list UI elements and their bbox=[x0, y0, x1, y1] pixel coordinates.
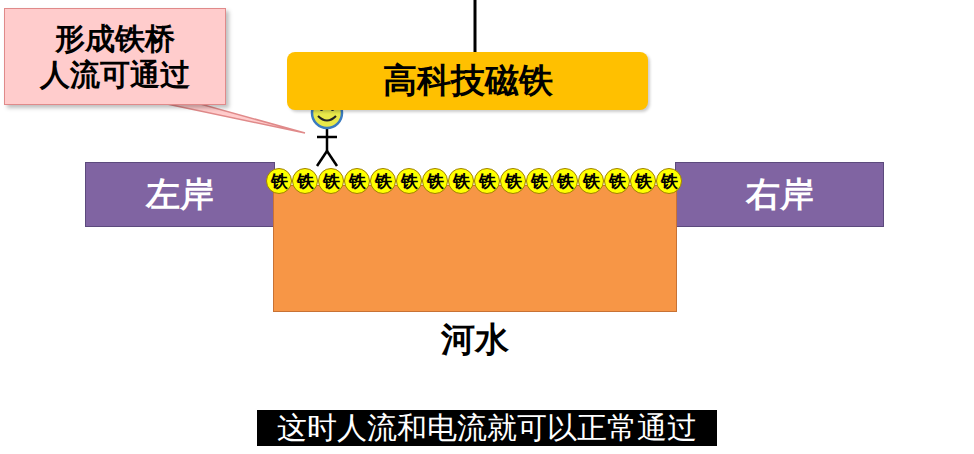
node-label: 铁 bbox=[453, 173, 470, 190]
node-label: 铁 bbox=[531, 173, 548, 190]
node-label: 铁 bbox=[557, 173, 574, 190]
iron-circle: 铁 bbox=[578, 168, 604, 194]
node-label: 铁 bbox=[271, 173, 288, 190]
river-box: 河水 bbox=[273, 185, 677, 312]
caption-text: 这时人流和电流就可以正常通过 bbox=[277, 408, 697, 449]
node-label: 铁 bbox=[479, 173, 496, 190]
node-label: 铁 bbox=[583, 173, 600, 190]
node-label: 高科技磁铁 bbox=[383, 58, 553, 104]
node-label: 铁 bbox=[427, 173, 444, 190]
iron-circle: 铁 bbox=[500, 168, 526, 194]
node-label: 铁 bbox=[635, 173, 652, 190]
node-label: 铁 bbox=[661, 173, 678, 190]
node-label: 铁 bbox=[375, 173, 392, 190]
iron-circle: 铁 bbox=[266, 168, 292, 194]
node-label: 铁 bbox=[401, 173, 418, 190]
node-label: 河水 bbox=[441, 323, 509, 355]
iron-circle: 铁 bbox=[448, 168, 474, 194]
hanging-wire bbox=[474, 0, 477, 53]
iron-circle: 铁 bbox=[422, 168, 448, 194]
bank-box: 右岸 bbox=[675, 162, 884, 227]
figure-arms bbox=[317, 136, 337, 139]
figure-smile bbox=[318, 116, 336, 121]
iron-circle: 铁 bbox=[474, 168, 500, 194]
node-label: 铁 bbox=[297, 173, 314, 190]
figure-leg bbox=[317, 151, 327, 166]
bank-box: 左岸 bbox=[85, 162, 275, 227]
node-label: 铁 bbox=[349, 173, 366, 190]
iron-circle: 铁 bbox=[292, 168, 318, 194]
figure-leg bbox=[327, 151, 337, 166]
node-label: 右岸 bbox=[746, 172, 814, 218]
iron-circle: 铁 bbox=[656, 168, 682, 194]
node-label: 铁 bbox=[609, 173, 626, 190]
iron-circle: 铁 bbox=[630, 168, 656, 194]
node-label: 左岸 bbox=[146, 172, 214, 218]
node-label: 铁 bbox=[505, 173, 522, 190]
iron-circle: 铁 bbox=[318, 168, 344, 194]
node-label: 铁 bbox=[323, 173, 340, 190]
iron-circle: 铁 bbox=[344, 168, 370, 194]
caption-band: 这时人流和电流就可以正常通过 bbox=[257, 410, 717, 446]
iron-circle: 铁 bbox=[552, 168, 578, 194]
iron-circle: 铁 bbox=[370, 168, 396, 194]
callout-box: 形成铁桥 人流可通过 bbox=[4, 8, 226, 105]
iron-circle: 铁 bbox=[396, 168, 422, 194]
iron-circle: 铁 bbox=[604, 168, 630, 194]
iron-circle: 铁 bbox=[526, 168, 552, 194]
magnet-box: 高科技磁铁 bbox=[287, 52, 648, 110]
node-label: 形成铁桥 人流可通过 bbox=[5, 21, 225, 93]
figure-body bbox=[326, 128, 329, 151]
